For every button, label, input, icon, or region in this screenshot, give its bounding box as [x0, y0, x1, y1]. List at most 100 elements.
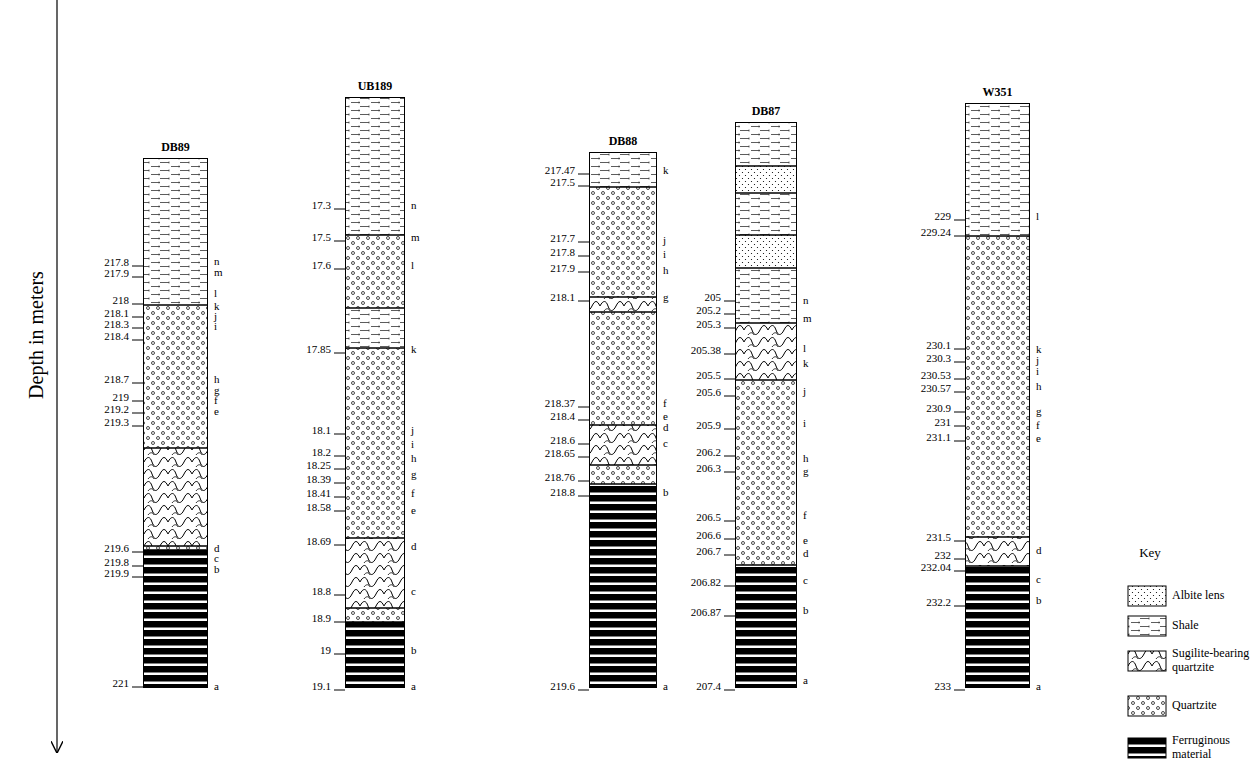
layer-boundary — [589, 464, 657, 466]
depth-value: 217.8 — [550, 247, 575, 258]
sample-letter: h — [663, 265, 669, 276]
depth-tick — [724, 379, 735, 380]
rock-layer — [589, 425, 657, 465]
sample-letter: k — [1036, 344, 1042, 355]
depth-tick — [578, 301, 589, 302]
depth-value: 231.1 — [926, 432, 951, 443]
depth-tick — [334, 595, 345, 596]
rock-layer — [589, 465, 657, 484]
sample-letter: l — [803, 343, 806, 354]
legend-swatch — [1128, 586, 1166, 606]
legend-label: Albite lens — [1172, 589, 1256, 603]
sample-letter: i — [411, 439, 414, 450]
sample-letter: i — [214, 321, 217, 332]
depth-value: 218.1 — [104, 308, 129, 319]
sample-letter: l — [1036, 211, 1039, 222]
borehole-column: UB189 — [345, 97, 405, 688]
depth-tick — [724, 690, 735, 691]
depth-value: 218.37 — [545, 398, 575, 409]
depth-value: 206.2 — [696, 447, 721, 458]
depth-value: 218.8 — [550, 487, 575, 498]
depth-value: 221 — [113, 678, 130, 689]
depth-value: 218.7 — [104, 374, 129, 385]
sample-letter: n — [411, 200, 417, 211]
sample-letter: h — [214, 374, 220, 385]
depth-tick — [724, 314, 735, 315]
rock-layer — [735, 166, 797, 193]
depth-value: 232.2 — [926, 597, 951, 608]
borehole-column: DB88 — [589, 152, 657, 688]
rock-layer — [735, 380, 797, 565]
depth-tick — [132, 317, 143, 318]
rock-layer — [965, 537, 1030, 566]
sample-letter: a — [214, 681, 219, 692]
depth-tick — [578, 444, 589, 445]
depth-tick — [724, 396, 735, 397]
sample-letter: d — [803, 548, 809, 559]
depth-tick — [578, 481, 589, 482]
sample-letter: h — [411, 453, 417, 464]
rock-layer — [589, 297, 657, 312]
depth-value: 232 — [935, 550, 952, 561]
depth-value: 205.5 — [696, 370, 721, 381]
depth-tick — [724, 521, 735, 522]
depth-value: 217.5 — [550, 177, 575, 188]
depth-tick — [578, 186, 589, 187]
sample-letter: f — [663, 398, 667, 409]
layer-boundary — [735, 192, 797, 194]
legend-swatch — [1128, 738, 1166, 758]
sample-letter: b — [411, 645, 417, 656]
depth-tick — [578, 174, 589, 175]
sample-letter: m — [803, 313, 812, 324]
sample-letter: c — [663, 438, 668, 449]
depth-value: 18.2 — [312, 447, 331, 458]
sample-letter: c — [1036, 574, 1041, 585]
depth-value: 17.85 — [306, 344, 331, 355]
depth-tick — [132, 277, 143, 278]
sample-letter: g — [1036, 406, 1042, 417]
depth-value: 219.2 — [104, 404, 129, 415]
depth-tick — [334, 690, 345, 691]
depth-tick — [334, 209, 345, 210]
depth-tick — [954, 559, 965, 560]
depth-tick — [724, 616, 735, 617]
legend-swatch — [1128, 651, 1166, 671]
sample-letter: f — [411, 488, 415, 499]
sample-letter: k — [803, 358, 809, 369]
rock-layer — [965, 236, 1030, 537]
depth-value: 229.24 — [921, 227, 951, 238]
layer-boundary — [589, 424, 657, 426]
layer-boundary — [345, 307, 405, 309]
depth-value: 230.9 — [926, 403, 951, 414]
depth-tick — [334, 497, 345, 498]
depth-tick — [132, 401, 143, 402]
depth-tick — [334, 654, 345, 655]
depth-tick — [954, 541, 965, 542]
sample-letter: d — [411, 541, 417, 552]
depth-tick — [578, 690, 589, 691]
rock-layer — [143, 550, 208, 688]
depth-tick — [954, 426, 965, 427]
depth-tick — [132, 426, 143, 427]
sample-letter: g — [803, 466, 809, 477]
depth-tick — [578, 496, 589, 497]
depth-tick — [334, 622, 345, 623]
sample-letter: k — [663, 165, 669, 176]
layer-boundary — [143, 545, 208, 547]
layer-boundary — [345, 621, 405, 623]
sample-letter: i — [1036, 366, 1039, 377]
sample-letter: j — [803, 386, 806, 397]
depth-value: 18.9 — [312, 613, 331, 624]
depth-tick — [334, 511, 345, 512]
sample-letter: h — [1036, 381, 1042, 392]
rock-layer — [735, 235, 797, 268]
depth-tick — [954, 392, 965, 393]
depth-value: 218.4 — [104, 331, 129, 342]
sample-letter: e — [411, 505, 416, 516]
depth-value: 18.58 — [306, 502, 331, 513]
sample-letter: f — [803, 510, 807, 521]
depth-tick — [954, 690, 965, 691]
sample-letter: h — [803, 453, 809, 464]
depth-tick — [132, 328, 143, 329]
